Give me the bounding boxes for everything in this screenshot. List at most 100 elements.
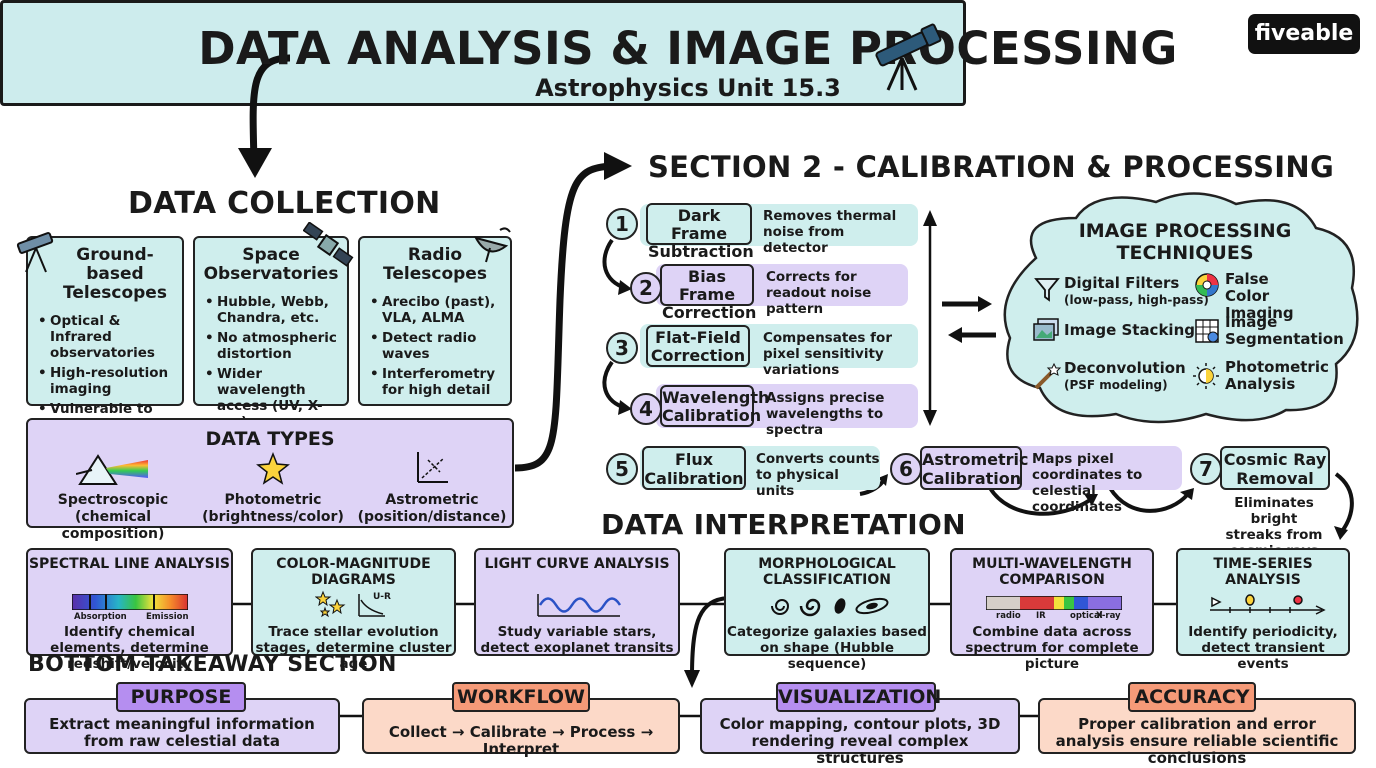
data-type-label: Spectroscopic [57, 492, 169, 508]
card-bullet: Interferometry for high detail [368, 366, 506, 398]
coordinate-plot-icon [417, 452, 448, 483]
takeaway-desc: Collect → Calibrate → Process → Interpre… [388, 723, 654, 758]
step-number: 6 [890, 453, 922, 485]
techniques-cloud [1003, 192, 1359, 424]
data-type-sub: (position/distance) [357, 509, 507, 525]
interpretation-heading: DATA INTERPRETATION [601, 508, 966, 541]
step-number: 5 [606, 453, 638, 485]
card-title: Space Observatories [203, 245, 339, 284]
takeaway-desc: Extract meaningful information from raw … [49, 715, 315, 750]
star-icon [256, 452, 290, 485]
purpose-pill: PURPOSE [116, 682, 246, 712]
step-name: Cosmic Ray Removal [1220, 446, 1330, 490]
accuracy-box: Proper calibration and error analysis en… [1038, 698, 1356, 767]
band-label: X-ray [1096, 611, 1121, 621]
spectrum-icon [72, 594, 188, 610]
wave-icon [537, 594, 622, 617]
radio-telescopes-card: Radio Telescopes Arecibo (past), VLA, AL… [358, 227, 512, 406]
box-title: SPECTRAL LINE ANALYSIS [28, 556, 231, 572]
radio-dish-icon [474, 227, 511, 263]
brand-logo: fiveable [1248, 14, 1360, 54]
step-desc: Maps pixel coordinates to celestial coor… [1032, 451, 1143, 515]
step-number: 4 [630, 393, 662, 425]
technique-sub: (PSF modeling) [1064, 378, 1168, 392]
space-observatories-card: Space Observatories Hubble, Webb, Chandr… [193, 222, 354, 430]
step-number: 7 [1190, 453, 1222, 485]
box-title: LIGHT CURVE ANALYSIS [484, 556, 670, 572]
box-desc: Trace stellar evolution stages, determin… [255, 624, 452, 672]
workflow-pill: WORKFLOW [452, 682, 590, 712]
light-curve-box: LIGHT CURVE ANALYSIS Study variable star… [474, 548, 680, 656]
light-meter-icon [1193, 363, 1219, 389]
step-number: 1 [606, 208, 638, 240]
step-desc: Compensates for pixel sensitivity variat… [763, 330, 892, 378]
technique-label: Photometric Analysis [1225, 358, 1329, 393]
card-title: Radio Telescopes [383, 245, 487, 284]
box-desc: Study variable stars, detect exoplanet t… [480, 624, 674, 656]
funnel-icon [1034, 278, 1060, 302]
step-number: 2 [630, 272, 662, 304]
box-title: TIME-SERIES ANALYSIS [1213, 556, 1313, 588]
step-name: Flux Calibration [642, 446, 746, 490]
step-desc: Corrects for readout noise pattern [766, 269, 872, 317]
telescope-icon [16, 232, 54, 273]
data-type-sub: (brightness/color) [202, 509, 344, 525]
page-title: DATA ANALYSIS & IMAGE PROCESSING [198, 22, 1178, 75]
techniques-title: IMAGE PROCESSING TECHNIQUES [1078, 220, 1292, 264]
step-name: Wavelength Calibration [660, 385, 769, 427]
card-bullet: Detect radio waves [368, 330, 506, 362]
step-desc: Converts counts to physical units [756, 451, 880, 499]
technique-label: Deconvolution [1064, 359, 1186, 377]
card-bullet: No atmospheric distortion [203, 330, 343, 362]
technique-sub: (low-pass, high-pass) [1064, 293, 1209, 307]
spectrum-label: Emission [146, 612, 189, 622]
box-title: MORPHOLOGICAL CLASSIFICATION [758, 556, 896, 588]
spectrum-label: Absorption [74, 612, 127, 622]
spectrum-bar-icon [986, 596, 1122, 610]
card-title: Ground-based Telescopes [63, 245, 167, 303]
technique-label: Digital Filters [1064, 274, 1180, 292]
step-number: 3 [606, 332, 638, 364]
box-title: COLOR-MAGNITUDE DIAGRAMS [276, 556, 431, 588]
card-bullet: High-resolution imaging [36, 365, 178, 397]
band-label: radio [996, 611, 1021, 621]
galaxy-icon [771, 597, 889, 617]
ground-telescopes-card: Ground-based Telescopes Optical & Infrar… [16, 232, 184, 449]
data-types-box: DATA TYPES Spectroscopic (chemical compo… [26, 418, 514, 542]
step-desc: Removes thermal noise from detector [763, 208, 897, 256]
calibration-heading: SECTION 2 - CALIBRATION & PROCESSING [648, 150, 1335, 184]
step-name: Dark Frame Subtraction [646, 203, 754, 261]
card-bullet: Optical & Infrared observatories [36, 313, 178, 361]
technique-label: Image Stacking [1064, 321, 1195, 339]
technique-label: Image Segmentation [1225, 313, 1344, 348]
data-types-title: DATA TYPES [205, 428, 335, 450]
box-desc: Identify chemical elements, determine re… [50, 624, 209, 672]
telescope-icon [875, 23, 942, 91]
box-title: MULTI-WAVELENGTH COMPARISON [972, 556, 1132, 588]
axis-label: U-R [373, 592, 391, 602]
spectral-line-analysis-box: SPECTRAL LINE ANALYSIS Absorption Emissi… [26, 548, 233, 672]
box-desc: Categorize galaxies based on shape (Hubb… [727, 624, 927, 672]
grid-segment-icon [1195, 319, 1219, 343]
title-banner: DATA ANALYSIS & IMAGE PROCESSING Astroph… [0, 0, 1177, 106]
band-label: optical [1070, 611, 1103, 621]
step-name: Bias Frame Correction [660, 264, 756, 322]
step-name: Astrometric Calibration [920, 446, 1028, 490]
accuracy-pill: ACCURACY [1128, 682, 1256, 712]
morphological-box: MORPHOLOGICAL CLASSIFICATION Categorize … [724, 548, 930, 672]
data-type-sub: (chemical composition) [61, 509, 165, 542]
takeaway-heading: BOTTOM TAKEAWAY SECTION [28, 652, 397, 677]
timeline-icon [1210, 594, 1326, 615]
takeaway-desc: Proper calibration and error analysis en… [1055, 715, 1339, 767]
data-type-label: Photometric [224, 492, 322, 508]
band-label: IR [1036, 611, 1046, 621]
data-collection-heading: DATA COLLECTION [128, 186, 441, 221]
prism-icon [76, 454, 148, 485]
hr-plot-icon [358, 594, 385, 617]
box-desc: Identify periodicity, detect transient e… [1188, 624, 1338, 672]
card-bullet: Hubble, Webb, Chandra, etc. [203, 294, 343, 326]
card-bullet: Arecibo (past), VLA, ALMA [368, 294, 506, 326]
step-desc: Assigns precise wavelengths to spectra [766, 390, 885, 438]
technique-label: False Color Imaging [1225, 270, 1294, 322]
